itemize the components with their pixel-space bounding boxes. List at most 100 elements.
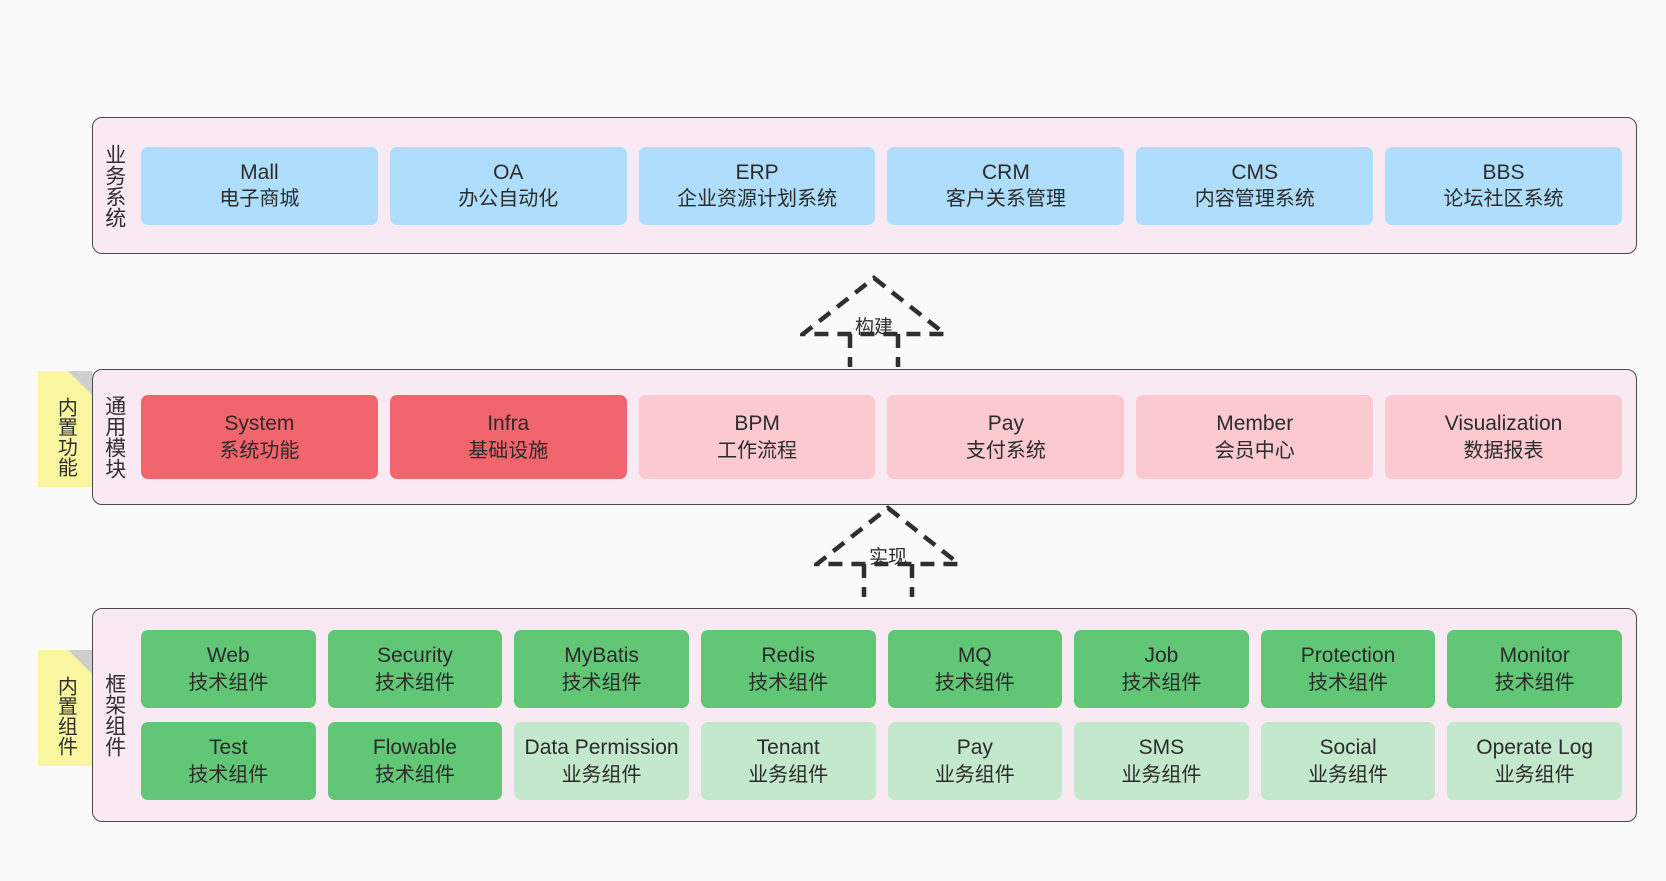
module-box-subtitle: 业务组件 bbox=[934, 763, 1015, 786]
module-box-subtitle: 基础设施 bbox=[468, 439, 549, 462]
layer-common-modules: 通用模块 System 系统功能 Infra 基础设施 BPM 工作流程 Pay 支付系统 Me… bbox=[92, 369, 1637, 505]
module-box[interactable]: Data Permission 业务组件 bbox=[514, 722, 689, 800]
module-box[interactable]: MyBatis 技术组件 bbox=[514, 630, 689, 708]
module-box-title: Protection bbox=[1300, 644, 1396, 668]
module-box[interactable]: Job 技术组件 bbox=[1074, 630, 1249, 708]
module-box-subtitle: 办公自动化 bbox=[458, 188, 559, 211]
module-box-title: Visualization bbox=[1444, 412, 1563, 436]
module-box-subtitle: 业务组件 bbox=[748, 763, 829, 786]
module-box-subtitle: 技术组件 bbox=[374, 671, 455, 694]
note-builtin-features: 内置功能 bbox=[38, 371, 92, 487]
note-fold-corner-icon bbox=[68, 371, 92, 395]
module-box-subtitle: 技术组件 bbox=[934, 671, 1015, 694]
connector-implement-label: 实现 bbox=[868, 547, 908, 568]
module-box[interactable]: Security 技术组件 bbox=[327, 630, 503, 708]
module-box[interactable]: Protection 技术组件 bbox=[1260, 630, 1436, 708]
module-box[interactable]: Test 技术组件 bbox=[141, 722, 316, 800]
module-box[interactable]: Infra 基础设施 bbox=[389, 395, 627, 479]
module-box-subtitle: 技术组件 bbox=[748, 671, 829, 694]
connector-build-label: 构建 bbox=[854, 317, 894, 338]
connector-implement-arrow: 实现 bbox=[814, 504, 962, 597]
note-builtin-components: 内置组件 bbox=[38, 650, 92, 766]
module-box[interactable]: MQ 技术组件 bbox=[887, 630, 1063, 708]
module-box[interactable]: Monitor 技术组件 bbox=[1447, 630, 1622, 708]
module-box-title: Mall bbox=[240, 160, 279, 184]
module-box-title: Pay bbox=[956, 736, 993, 760]
module-box[interactable]: Pay 业务组件 bbox=[887, 722, 1063, 800]
module-box-subtitle: 业务组件 bbox=[1308, 763, 1389, 786]
module-box[interactable]: System 系统功能 bbox=[141, 395, 378, 479]
module-box[interactable]: Pay 支付系统 bbox=[887, 395, 1125, 479]
module-box-title: BPM bbox=[734, 412, 780, 436]
module-box[interactable]: Social 业务组件 bbox=[1260, 722, 1436, 800]
module-box[interactable]: Mall 电子商城 bbox=[141, 146, 378, 225]
module-box-title: Social bbox=[1319, 736, 1377, 760]
module-box-title: Member bbox=[1216, 412, 1294, 436]
module-box-title: Security bbox=[377, 644, 453, 668]
layer-common-title: 通用模块 bbox=[102, 395, 126, 479]
module-box-title: Test bbox=[209, 736, 248, 760]
module-box-subtitle: 技术组件 bbox=[1494, 671, 1575, 694]
module-box-title: Tenant bbox=[756, 736, 820, 760]
module-box[interactable]: Redis 技术组件 bbox=[700, 630, 876, 708]
module-box-subtitle: 支付系统 bbox=[965, 439, 1046, 462]
module-box-subtitle: 电子商城 bbox=[219, 188, 300, 211]
module-box-title: Job bbox=[1144, 644, 1179, 668]
module-box-subtitle: 技术组件 bbox=[1121, 671, 1202, 694]
module-box-title: SMS bbox=[1138, 736, 1185, 760]
module-box-subtitle: 企业资源计划系统 bbox=[677, 188, 838, 211]
module-box-title: ERP bbox=[735, 160, 779, 184]
module-box-subtitle: 系统功能 bbox=[219, 439, 300, 462]
module-box[interactable]: ERP 企业资源计划系统 bbox=[638, 146, 876, 225]
module-box-subtitle: 技术组件 bbox=[1308, 671, 1389, 694]
module-box-title: Operate Log bbox=[1476, 736, 1594, 760]
module-box-title: Redis bbox=[761, 644, 816, 668]
module-box-title: CRM bbox=[981, 160, 1030, 184]
module-box-subtitle: 工作流程 bbox=[717, 439, 798, 462]
module-box[interactable]: SMS 业务组件 bbox=[1074, 722, 1249, 800]
module-box-subtitle: 技术组件 bbox=[188, 671, 269, 694]
layer-common-body: System 系统功能 Infra 基础设施 BPM 工作流程 Pay 支付系统 Member 会… bbox=[135, 370, 1636, 504]
module-box-subtitle: 业务组件 bbox=[1121, 763, 1202, 786]
module-box-title: OA bbox=[493, 160, 524, 184]
module-box-subtitle: 业务组件 bbox=[561, 763, 642, 786]
module-box-title: BBS bbox=[1482, 160, 1525, 184]
module-box-title: MQ bbox=[957, 644, 992, 668]
module-box-title: Monitor bbox=[1499, 644, 1570, 668]
module-box[interactable]: Web 技术组件 bbox=[141, 630, 316, 708]
module-box-subtitle: 技术组件 bbox=[561, 671, 642, 694]
module-box-subtitle: 技术组件 bbox=[188, 763, 269, 786]
module-box-title: Infra bbox=[487, 412, 530, 436]
module-box-title: Data Permission bbox=[524, 736, 679, 760]
note-builtin-components-label: 内置组件 bbox=[54, 676, 77, 756]
layer-framework-title: 框架组件 bbox=[102, 673, 126, 757]
module-box[interactable]: BPM 工作流程 bbox=[638, 395, 876, 479]
module-box[interactable]: OA 办公自动化 bbox=[389, 146, 627, 225]
module-box[interactable]: Tenant 业务组件 bbox=[700, 722, 876, 800]
module-box[interactable]: Visualization 数据报表 bbox=[1385, 395, 1622, 479]
module-box-title: System bbox=[224, 412, 295, 436]
layer-business-title: 业务系统 bbox=[102, 143, 126, 228]
module-box[interactable]: Member 会员中心 bbox=[1136, 395, 1374, 479]
module-box-title: Flowable bbox=[372, 736, 457, 760]
module-box-subtitle: 内容管理系统 bbox=[1194, 188, 1315, 211]
note-builtin-features-label: 内置功能 bbox=[54, 397, 77, 477]
module-box-title: Web bbox=[206, 644, 250, 668]
module-box-subtitle: 数据报表 bbox=[1463, 439, 1544, 462]
module-box-title: Pay bbox=[987, 412, 1024, 436]
module-box-title: MyBatis bbox=[564, 644, 639, 668]
module-box-subtitle: 业务组件 bbox=[1494, 763, 1575, 786]
note-fold-corner-icon bbox=[68, 650, 92, 674]
module-box[interactable]: Operate Log 业务组件 bbox=[1447, 722, 1622, 800]
module-box-subtitle: 会员中心 bbox=[1214, 439, 1295, 462]
